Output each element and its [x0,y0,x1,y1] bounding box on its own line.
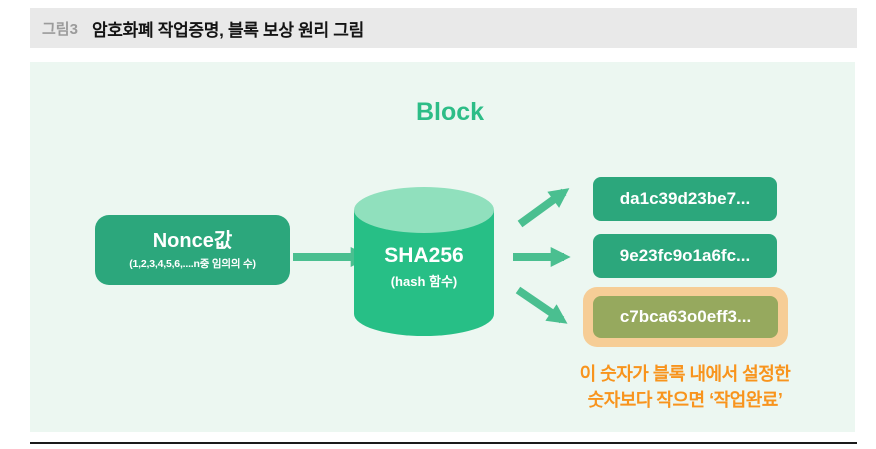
arrow-sha256-to-output-1 [517,188,570,228]
diagram-canvas: Block Nonce값 (1,2,3,4,5,6,....n중 임의의 수) … [30,62,855,432]
figure-header: 그림3 암호화폐 작업증명, 블록 보상 원리 그림 [30,8,857,48]
hash-output-3-highlight-ring: c7bca63o0eff3... [583,287,788,347]
nonce-subtitle: (1,2,3,4,5,6,....n중 임의의 수) [129,257,256,270]
hash-output-1: da1c39d23be7... [593,177,777,221]
hash-output-2: 9e23fc9o1a6fc... [593,234,777,278]
work-complete-caption: 이 숫자가 블록 내에서 설정한 숫자보다 작으면 ‘작업완료’ [550,361,820,413]
figure-title: 암호화폐 작업증명, 블록 보상 원리 그림 [91,20,364,40]
figure-label: 그림3 [42,20,78,38]
nonce-title: Nonce값 [152,229,233,252]
bottom-rule [30,442,857,444]
hash-output-2-value: 9e23fc9o1a6fc... [619,246,751,265]
arrow-sha256-to-output-3 [515,286,568,324]
hash-output-3-value: c7bca63o0eff3... [619,307,752,326]
sha256-subtitle: (hash 함수) [390,274,458,289]
sha256-label-group: SHA256 (hash 함수) [353,244,495,290]
hash-output-1-value: da1c39d23be7... [619,189,751,208]
sha256-cylinder-icon [354,187,494,336]
caption-line-2: 숫자보다 작으면 ‘작업완료’ [587,390,783,411]
nonce-box: Nonce값 (1,2,3,4,5,6,....n중 임의의 수) [95,215,290,285]
block-title: Block [415,98,485,126]
hash-output-3: c7bca63o0eff3... [593,296,778,338]
sha256-title: SHA256 [384,244,464,267]
caption-line-1: 이 숫자가 블록 내에서 설정한 [579,364,791,384]
